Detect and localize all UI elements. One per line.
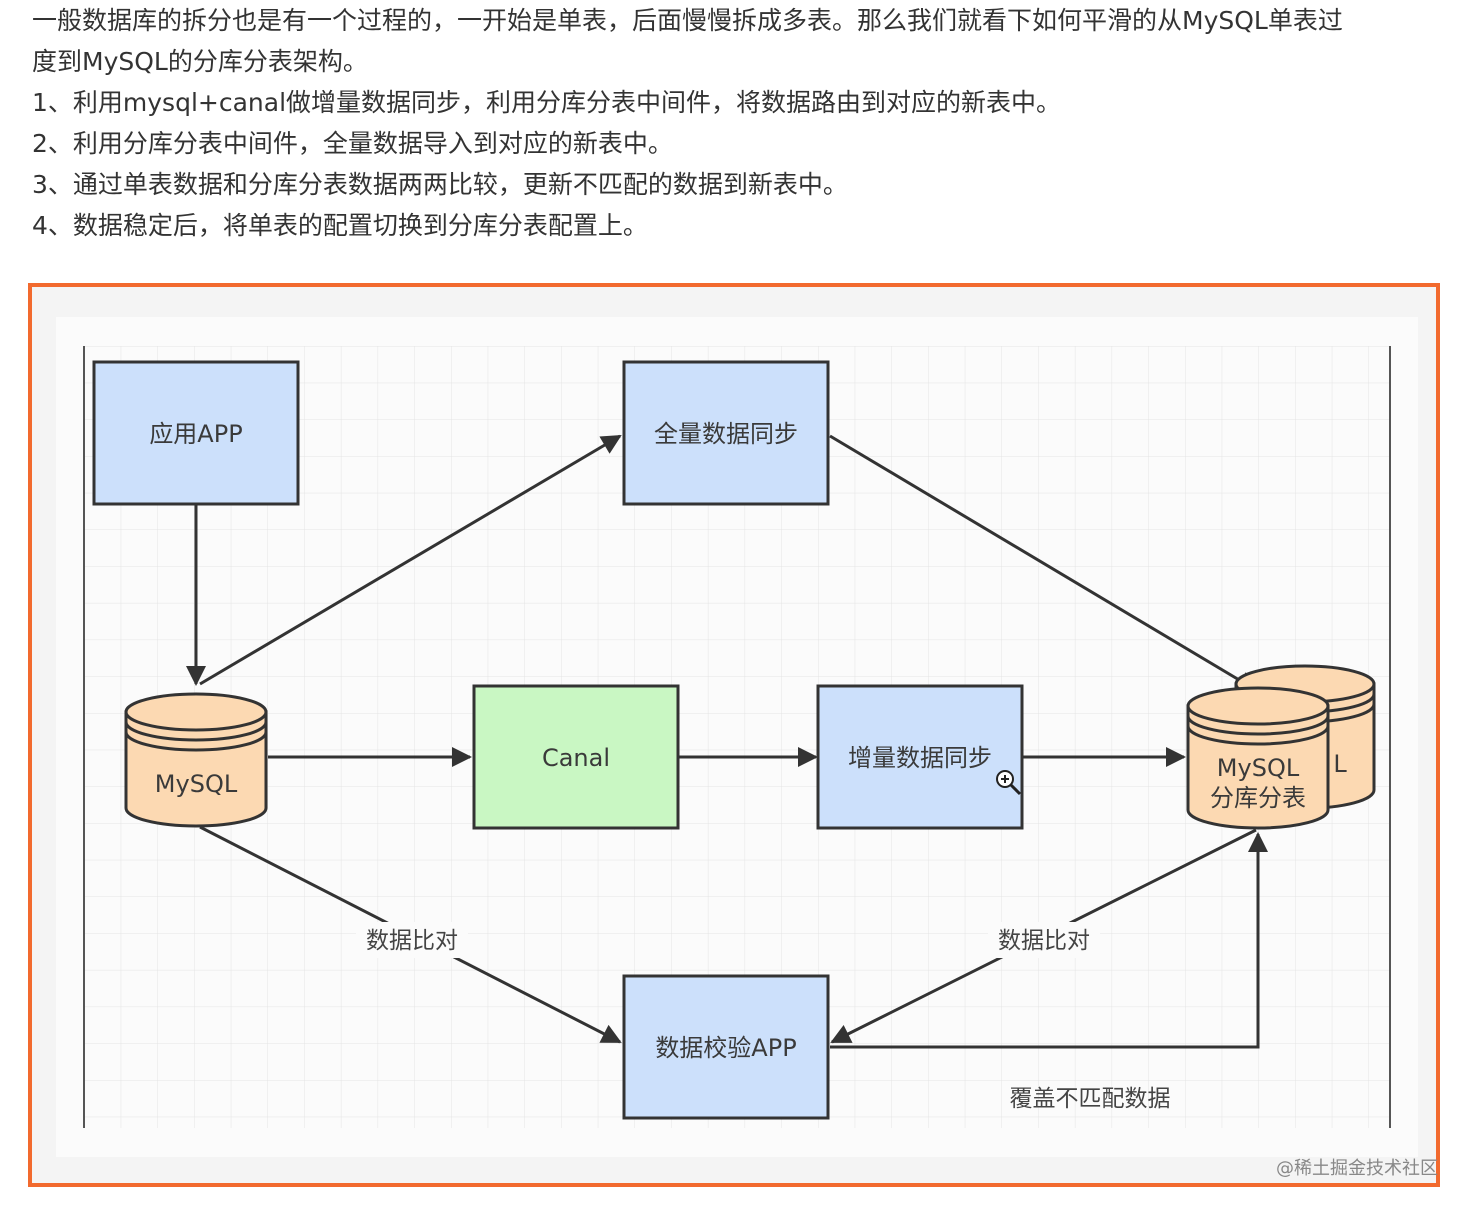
node-mysql-target: MySQL 分库分表 (1186, 686, 1330, 830)
edge-mysql-to-full-sync (199, 434, 622, 686)
node-mysql-label: MySQL (155, 770, 238, 798)
intro-step-3: 3、通过单表数据和分库分表数据两两比较，更新不匹配的数据到新表中。 (32, 170, 848, 199)
node-inc-sync: 增量数据同步 (816, 684, 1024, 830)
intro-step-1: 1、利用mysql+canal做增量数据同步，利用分库分表中间件，将数据路由到对… (32, 88, 1062, 117)
edge-label-compare-left: 数据比对 (366, 928, 458, 954)
edge-label-compare-right: 数据比对 (998, 928, 1090, 954)
node-target-label-line1: MySQL (1217, 754, 1300, 782)
intro-step-2: 2、利用分库分表中间件，全量数据导入到对应的新表中。 (32, 129, 673, 158)
node-app-label: 应用APP (149, 420, 242, 448)
zoom-in-cursor-icon (996, 770, 1022, 796)
node-verify-app-label: 数据校验APP (655, 1034, 796, 1062)
node-full-sync-label: 全量数据同步 (654, 420, 798, 448)
edge-label-overwrite: 覆盖不匹配数据 (1010, 1086, 1171, 1112)
node-target-back-label: L (1333, 750, 1347, 778)
intro-line: 一般数据库的拆分也是有一个过程的，一开始是单表，后面慢慢拆成多表。那么我们就看下… (32, 6, 1343, 35)
node-canal-label: Canal (542, 744, 610, 772)
node-verify-app: 数据校验APP (622, 974, 830, 1120)
node-canal: Canal (472, 684, 680, 830)
node-target-label-line2: 分库分表 (1210, 784, 1306, 812)
node-inc-sync-label: 增量数据同步 (848, 744, 992, 772)
intro-step-4: 4、数据稳定后，将单表的配置切换到分库分表配置上。 (32, 211, 648, 240)
node-mysql-source: MySQL (124, 692, 268, 828)
edge-full-sync-to-target (829, 434, 1258, 692)
intro-text: 一般数据库的拆分也是有一个过程的，一开始是单表，后面慢慢拆成多表。那么我们就看下… (32, 0, 1452, 246)
node-app: 应用APP (92, 360, 300, 506)
label-bg (356, 922, 468, 958)
label-bg (988, 922, 1100, 958)
node-full-sync: 全量数据同步 (622, 360, 830, 506)
edge-verify-to-target (830, 832, 1268, 1049)
watermark: @稀土掘金技术社区 (1276, 1158, 1438, 1179)
intro-line: 度到MySQL的分库分表架构。 (32, 47, 368, 76)
